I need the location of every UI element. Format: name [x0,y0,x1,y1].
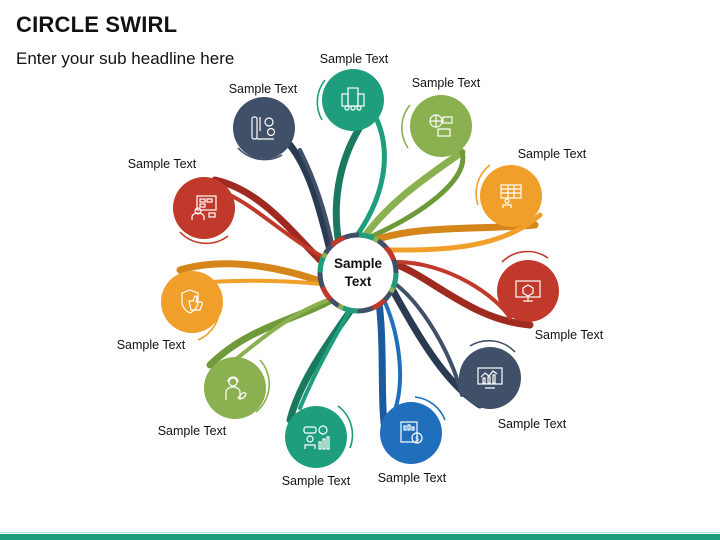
node-11-label: Sample Text [228,82,298,96]
monitor-3d-cube-icon [515,280,541,302]
blueprint-gears-icon [251,116,276,140]
node-9 [161,271,223,333]
node-5 [459,347,521,409]
node-5-label: Sample Text [497,417,567,431]
node-6: $ [380,402,442,464]
node-7-label: Sample Text [281,474,351,488]
node-4-label: Sample Text [534,328,604,342]
ribbon-9 [176,260,329,287]
node-4 [497,260,559,322]
monitor-analytics-chart-icon [477,367,503,389]
center-label-line1: Sample [333,256,383,271]
presentation-board-person-icon [500,184,522,208]
ribbon-2 [358,148,466,244]
node-10 [173,177,235,239]
node-11 [233,97,295,159]
svg-text:$: $ [415,435,419,443]
node-7 [285,406,347,468]
node-1 [322,69,384,131]
ribbon-4 [386,258,534,329]
center-label: Sample Text [323,255,393,291]
presenter-screen-icon [191,195,217,220]
consultant-chat-growth-icon [303,425,330,450]
node-2-label: Sample Text [411,76,481,90]
node-2 [410,95,472,157]
support-agent-leaf-icon [225,376,247,400]
node-8-label: Sample Text [157,424,227,438]
ribbon-11 [286,141,334,254]
page-title: CIRCLE SWIRL [16,12,178,37]
office-building-team-icon [341,87,365,111]
center-label-line2: Text [344,274,372,289]
page-subtitle: Enter your sub headline here [16,49,235,68]
node-10-label: Sample Text [127,157,197,171]
footer-bar [0,534,720,540]
financial-report-dollar-icon: $ [400,421,423,444]
node-1-label: Sample Text [319,52,389,66]
node-3-label: Sample Text [517,147,587,161]
thumbs-up-shield-icon [181,289,203,314]
node-3 [480,165,542,227]
footer-divider [0,532,720,533]
global-network-computer-icon [429,114,453,137]
ribbon-6 [374,291,389,434]
node-6-label: Sample Text [377,471,447,485]
node-9-label: Sample Text [116,338,186,352]
node-8 [204,357,266,419]
